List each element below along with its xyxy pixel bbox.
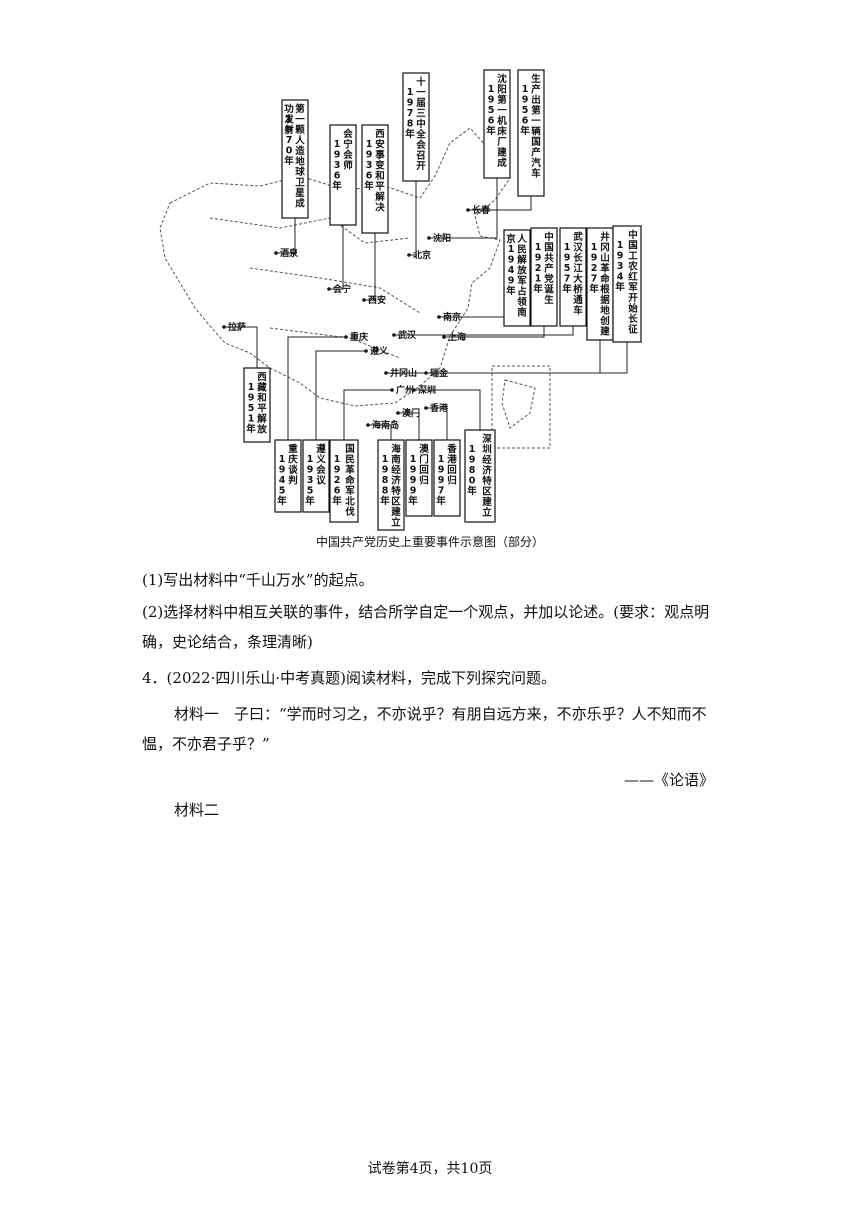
inset-islands [501, 379, 536, 429]
event-text-am1999: 澳门回归 [419, 443, 429, 487]
map-caption: 中国共产党历史上重要事件示意图（部分） [315, 535, 544, 549]
event-box-nanjing1949 [503, 229, 531, 327]
event-text-xg1997: 香港回归 [446, 443, 457, 487]
event-box-car1956 [517, 69, 545, 197]
event-box-nb1926 [329, 439, 359, 523]
event-text-bridge1957: 武汉长江大桥通车 [573, 231, 583, 317]
event-text-cq1945: 重庆谈判 [287, 443, 298, 487]
event-box-xian1936 [361, 124, 389, 234]
event-box-cq1945 [274, 439, 302, 513]
connector-hn1988 [368, 424, 392, 440]
connector-cpc1921 [444, 326, 545, 338]
connector-plenum1978 [409, 181, 417, 256]
event-text-zy1935: 遵义会议 [315, 443, 326, 487]
china-outline [159, 127, 511, 407]
connector-jgs1927 [386, 340, 601, 374]
event-box-am1999 [405, 439, 433, 517]
event-text-sz1980: 深圳经济特区建立 [481, 433, 492, 519]
material-2-label: 材料二 [174, 801, 220, 819]
event-text-march1934: 中国工农红军开始长征 [627, 229, 638, 336]
connector-xian1936 [364, 233, 376, 301]
event-text-hn1988: 海南经济特区建立 [390, 443, 401, 529]
event-text-plenum1978: 十一届三中全会召开 [415, 76, 426, 172]
event-text-nanjing1949: 人民解放军占领南京 [506, 233, 527, 319]
connector-bridge1957 [394, 326, 574, 336]
event-box-cpc1921 [530, 227, 558, 327]
event-text-satellite: 第一颗人造地球卫星成功发射 [283, 103, 305, 210]
event-text-huining1936: 会宁会师 [343, 128, 353, 172]
event-text-jgs1927: 井冈山革命根据地创建 [599, 231, 610, 338]
place-label-xian: 西安 [368, 294, 386, 306]
event-text-xian1936: 西安事变和平解决 [374, 129, 385, 214]
event-box-satellite [281, 99, 309, 219]
event-box-zy1935 [302, 439, 330, 513]
place-label-zunyi: 遵义 [370, 345, 389, 357]
material-1-source: ——《论语》 [623, 771, 714, 789]
event-box-huining1936 [329, 124, 357, 226]
event-box-plenum1978 [402, 72, 430, 182]
page-footer: 试卷第4页，共10页 [367, 1161, 493, 1177]
connector-nb1926 [343, 389, 392, 440]
connector-xg1997 [426, 407, 448, 440]
event-text-car1956: 生产出第一辆国产汽车 [531, 73, 541, 180]
event-box-bridge1957 [559, 227, 587, 327]
place-label-beijing: 北京 [413, 249, 431, 261]
connector-sz1980 [414, 389, 481, 430]
connector-lathe1956 [429, 178, 498, 239]
question-1: (1)写出材料中“千山万水”的起点。 [142, 571, 374, 589]
event-box-hn1988 [377, 439, 405, 531]
event-text-nb1926: 国民革命军北伐 [344, 444, 355, 518]
connector-am1999 [398, 412, 420, 440]
event-text-tibet1951: 西藏和平解放 [256, 372, 267, 436]
event-text-lathe1956: 沈阳第一机床厂建成 [496, 73, 507, 169]
question-4-header: 4．(2022·四川乐山·中考真题)阅读材料，完成下列探究问题。 [142, 669, 556, 687]
event-box-jgs1927 [586, 227, 614, 341]
event-map: 酒泉会宁西安北京沈阳长春南京上海武汉重庆遵义拉萨井冈山瑞金广州深圳澳门香港海南岛… [150, 68, 670, 538]
connector-zy1935 [315, 350, 366, 440]
place-label-chongqing: 重庆 [350, 331, 368, 343]
map-svg: 酒泉会宁西安北京沈阳长春南京上海武汉重庆遵义拉萨井冈山瑞金广州深圳澳门香港海南岛… [159, 69, 642, 531]
event-box-tibet1951 [243, 367, 271, 443]
connector-car1956 [468, 196, 532, 211]
connector-huining1936 [329, 225, 344, 290]
connector-tibet1951 [224, 326, 258, 368]
south-sea-inset [491, 365, 551, 449]
event-box-xg1997 [433, 439, 461, 517]
question-2: (2)选择材料中相互关联的事件，结合所学自定一个观点，并加以论述。(要求：观点明… [142, 603, 710, 651]
connector-cq1945 [287, 336, 346, 440]
material-1: 材料一 子曰：“学而时习之，不亦说乎？有朋自远方来，不亦乐乎？人不知而不愠，不亦… [142, 705, 707, 753]
event-box-lathe1956 [483, 69, 511, 179]
event-box-march1934 [612, 225, 642, 343]
event-box-sz1980 [464, 429, 496, 523]
connector-march1934 [426, 342, 628, 374]
place-dot-lasa [222, 325, 226, 329]
place-label-guangzhou: 广州 [396, 384, 414, 396]
connector-satellite [276, 218, 296, 254]
event-text-cpc1921: 中国共产党诞生 [544, 231, 554, 306]
